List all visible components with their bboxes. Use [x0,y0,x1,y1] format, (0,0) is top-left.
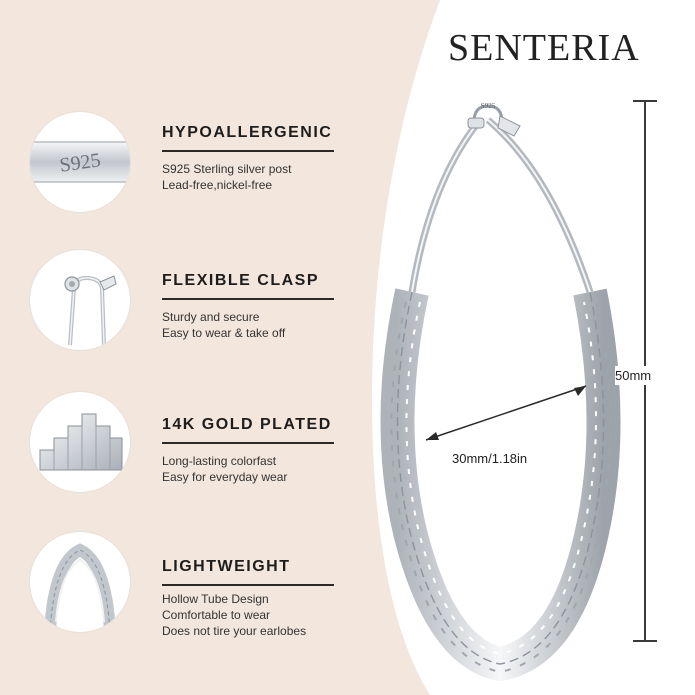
feature-title: LIGHTWEIGHT [162,558,291,575]
s925-stamp-icon: S925 [30,112,130,212]
stepped-metal-icon [30,392,130,492]
feature-title: FLEXIBLE CLASP [162,272,320,289]
feature-line: Comfortable to wear [162,608,271,622]
width-dimension-arrow [425,385,587,441]
feature-line: Sturdy and secure [162,310,260,324]
feature-gold-plated: 14K GOLD PLATED Long-lasting colorfast E… [0,392,360,522]
title-underline [162,150,334,152]
feature-flexible-clasp: FLEXIBLE CLASP Sturdy and secure Easy to… [0,250,360,380]
feature-title: HYPOALLERGENIC [162,124,333,141]
feature-line: Lead-free,nickel-free [162,178,273,192]
width-dimension-label: 30mm/1.18in [452,451,528,466]
feature-line: Easy to wear & take off [162,326,286,340]
feature-line: S925 Sterling silver post [162,162,292,176]
height-dimension-cap [633,640,657,642]
hinge-clasp-icon [30,250,130,350]
hoop-stamp-text: S925 [481,102,496,110]
title-underline [162,584,334,586]
height-dimension-label: 50mm [615,366,652,385]
feature-line: Does not tire your earlobes [162,624,307,638]
title-underline [162,442,334,444]
feature-line: Long-lasting colorfast [162,454,277,468]
title-underline [162,298,334,300]
height-dimension-cap [633,100,657,102]
woven-chain-icon [30,532,130,632]
feature-title: 14K GOLD PLATED [162,416,332,433]
hoop-earring-image: S925 [380,102,621,682]
feature-lightweight: LIGHTWEIGHT Hollow Tube Design Comfortab… [0,532,360,662]
feature-hypoallergenic: S925 HYPOALLERGENIC S925 Sterling silver… [0,110,360,240]
feature-line: Easy for everyday wear [162,470,288,484]
feature-line: Hollow Tube Design [162,592,269,606]
brand-logo: SENTERIA [448,27,640,69]
